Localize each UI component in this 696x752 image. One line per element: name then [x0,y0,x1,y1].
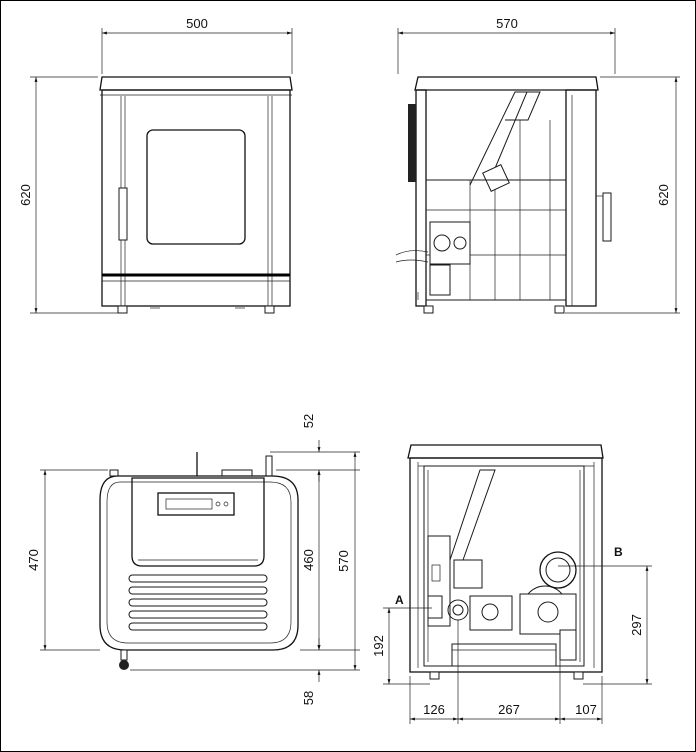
dim-front-width: 500 [186,16,208,31]
dim-rear-left: 126 [423,702,445,717]
dim-rear-a-height: 192 [371,635,386,657]
dim-top-body: 460 [301,549,316,571]
label-point-b: B [614,545,623,559]
label-point-a: A [395,593,404,607]
dim-front-height: 620 [18,184,33,206]
dim-top-front-gap: 58 [301,691,316,705]
dim-top-rear-gap: 52 [301,414,316,428]
dim-top-depth: 470 [26,549,41,571]
dim-side-height: 620 [656,184,671,206]
side-view: 570 620 [395,16,680,314]
dim-side-depth: 570 [496,16,518,31]
rear-view: A B 192 297 126 267 107 [371,444,652,724]
front-view: 500 620 [18,16,293,314]
dim-rear-b-height: 297 [629,614,644,636]
dim-top-total: 570 [336,550,351,572]
dim-rear-mid: 267 [498,702,520,717]
dim-rear-right: 107 [575,702,597,717]
top-view: 470 52 460 58 570 [26,414,360,705]
